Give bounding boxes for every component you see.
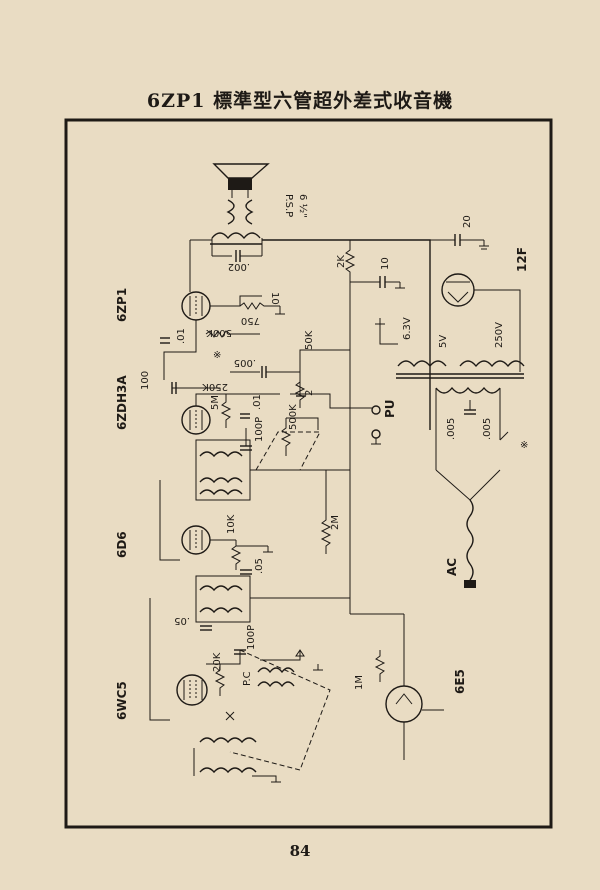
tube-12f-label: 12F [515,247,529,272]
resistor-5m [220,394,232,428]
res-50k-label: 50K [304,330,315,350]
cap-20-label: 20 [462,215,473,228]
cap-01b-label: .01 [252,394,263,410]
power-switch-icon [499,431,509,441]
schematic-frame [64,118,553,829]
res-500kvol-label: 500K [288,404,299,430]
if-transformer-1 [199,585,243,592]
cap-005b-label: .005 [446,418,457,440]
plug-icon [464,580,476,588]
cap-005c-label: .005 [482,418,493,440]
switch-gang-dashed [255,431,321,471]
speaker-size-label: 6 ½" [297,194,309,218]
pu-jack-icon [371,405,381,415]
res-5m-label: 5M [210,395,221,410]
ground-icon [479,240,489,250]
ground-icon [252,775,281,783]
pc-label: P.C [242,671,253,686]
gang-capacitor-dashed [229,649,331,771]
cap-10b-label: 10 [269,292,280,305]
page-number: 84 [289,842,311,860]
cap-005a-label: .005 [234,357,256,368]
tube-6zdh3a-label: 6ZDH3A [115,375,129,430]
antenna-coil [199,737,257,744]
ac-label: AC [445,558,459,576]
star-mark-1: ※ [213,350,221,361]
output-transformer [210,199,262,245]
heater-winding-5v [429,360,447,367]
res-20k-label: 20K [212,652,223,672]
page-title: 6ZP1 標準型六管超外差式收音機 [146,90,454,112]
tube-12f-icon [441,273,475,307]
ground-icon [263,546,273,553]
speaker-icon [212,163,270,198]
trimmer-icon [225,711,235,721]
tube-6zp1-label: 6ZP1 [115,288,129,322]
speaker-label: P.S.P [283,194,294,217]
ground-icon [313,664,323,671]
res-1m-label: 1M [354,675,365,690]
tube-6e5-label: 6E5 [453,669,467,694]
cap-100p2-label: 100P [246,625,257,650]
cap-100p-label: 100P [254,417,265,442]
res-750-label: 750 [241,315,260,326]
ground-icon [371,438,381,445]
variable-capacitor-icon [295,649,305,657]
cap-05b-label: .05 [174,615,190,626]
resistor-500k [205,330,260,338]
cap-05a-label: .05 [254,558,265,574]
oscillator-coil [257,667,295,674]
heater-winding-6v3 [397,360,431,368]
res-10k-label: 10K [226,514,237,534]
resistor-2m [320,514,332,554]
star-mark-2: ※ [520,440,528,451]
resistor-1m [374,650,386,682]
tube-6e5-icon [385,685,423,723]
resistor-750 [239,302,280,310]
resistor-20k [214,664,226,696]
pu-label: PU [383,399,397,418]
primary-winding [435,386,501,394]
pu-jack-icon [371,429,381,439]
if-transformer-2 [199,451,243,458]
ground-icon [375,318,385,325]
tube-6wc5-icon [176,674,208,706]
cap-2-label: 2 [304,390,315,396]
high-voltage-winding [459,360,525,368]
resistor-2k [344,240,356,302]
power-cord [466,499,474,581]
tube-6wc5-label: 6WC5 [115,681,129,720]
resistor-10k [230,540,242,570]
v63-label: 6.3V [402,317,413,340]
ground-icon [275,306,285,315]
res-2k-label: 2K [336,255,347,268]
cap-002-label: .002 [228,261,250,272]
v5-label: 5V [438,335,449,348]
res-2m-label: 2M [330,515,341,530]
volume-potentiometer [280,418,292,456]
ground-icon [395,282,405,289]
res-250k-label: 250K [202,381,228,392]
tube-6d6-label: 6D6 [115,531,129,558]
cap-10-label: 10 [380,257,391,270]
cap-01a-label: .01 [176,328,187,344]
cap-100a-label: 100 [140,371,151,390]
v250-label: 250V [494,322,505,348]
